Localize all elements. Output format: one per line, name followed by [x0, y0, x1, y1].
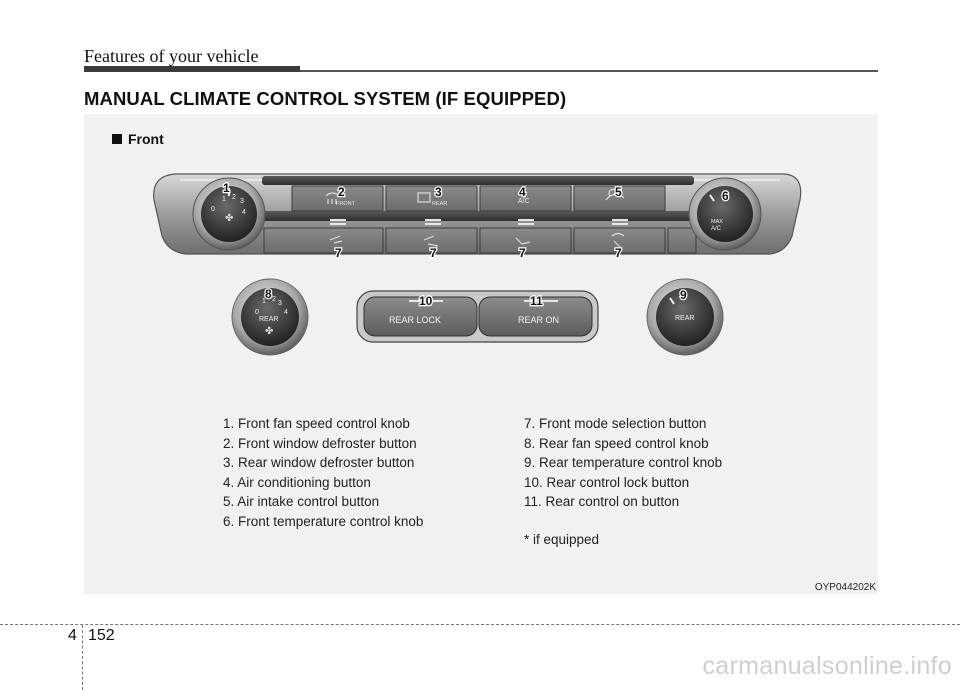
callout-5: 5: [615, 185, 622, 199]
rear-fan-knob: [231, 278, 309, 356]
figure-code: OYP044202K: [814, 582, 876, 593]
mode-button-5: [667, 227, 697, 254]
rear-on-text: REAR ON: [518, 315, 559, 325]
callout-7a: 7: [335, 246, 342, 260]
front-defrost-button: [291, 185, 384, 212]
indicator-dashes: [330, 219, 628, 225]
front-fan-mark-1: 1: [222, 196, 226, 203]
legend-item-8: 8. Rear fan speed control knob: [524, 435, 709, 451]
ac-button: [479, 185, 572, 212]
front-fan-mark-3: 3: [240, 198, 244, 205]
legend-left: 1. Front fan speed control knob 2. Front…: [223, 414, 423, 532]
ac-text: A/C: [518, 198, 530, 205]
callout-2: 2: [338, 185, 345, 199]
front-fan-knob: [192, 177, 266, 251]
front-temp-ac-text: A/C: [711, 226, 722, 232]
rear-fan-text: REAR: [259, 316, 278, 323]
page-number: 152: [88, 627, 115, 644]
header-title: Features of your vehicle: [84, 46, 259, 66]
legend-item-2: 2. Front window defroster button: [223, 435, 417, 451]
fan-icon: ✤: [225, 213, 233, 224]
rear-temp-text: REAR: [675, 315, 694, 322]
legend-item-3: 3. Rear window defroster button: [223, 455, 415, 471]
front-fan-mark-2: 2: [232, 194, 236, 201]
rear-fan-mark-2: 2: [272, 296, 276, 303]
section-title: MANUAL CLIMATE CONTROL SYSTEM (IF EQUIPP…: [84, 88, 567, 109]
callout-4: 4: [519, 185, 526, 199]
rear-fan-mark-0: 0: [255, 309, 259, 316]
callout-7b: 7: [430, 246, 437, 260]
footer-divider: [82, 625, 83, 690]
air-intake-button: [573, 185, 666, 212]
rear-control-bar: [356, 290, 599, 343]
legend-item-7: 7. Front mode selection button: [524, 416, 707, 431]
mode-floor-defrost-icon: [611, 232, 625, 248]
header-rule: [300, 70, 878, 72]
callout-10: 10: [419, 294, 433, 308]
watermark: carmanualsonline.info: [702, 652, 952, 680]
mode-floor-icon: [515, 237, 531, 245]
square-bullet-icon: [112, 134, 122, 144]
rear-fan-mark-3: 3: [278, 300, 282, 307]
callout-6: 6: [722, 189, 729, 203]
front-fan-mark-4: 4: [242, 209, 246, 216]
rear-fan-mark-4: 4: [284, 309, 288, 316]
mode-face-icon: [329, 235, 343, 244]
legend-item-9: 9. Rear temperature control knob: [524, 455, 723, 471]
mode-button-2: [385, 227, 478, 254]
callout-7c: 7: [519, 246, 526, 260]
rear-defrost-text: REAR: [432, 201, 447, 207]
front-temp-max-text: MAX: [711, 219, 723, 225]
air-intake-icon: [605, 188, 625, 201]
rear-temp-knob: [646, 278, 724, 356]
front-temp-knob: [688, 177, 762, 251]
legend-right: 7. Front mode selection button 8. Rear f…: [524, 414, 722, 512]
chapter-number: 4: [68, 627, 77, 644]
callout-8: 8: [265, 287, 272, 301]
rear-defrost-button: [385, 185, 478, 212]
front-fan-mark-0: 0: [211, 206, 215, 213]
callout-11: 11: [530, 294, 543, 308]
rear-fan-icon: ✤: [265, 326, 273, 337]
legend-item-4: 4. Air conditioning button: [223, 474, 371, 490]
legend-item-10: 10. Rear control lock button: [524, 474, 690, 490]
legend-item-11: 11. Rear control on button: [524, 494, 680, 510]
bottom-button-row: [263, 227, 697, 254]
callout-7d: 7: [615, 246, 622, 260]
top-button-row: [291, 185, 666, 212]
mode-bilevel-icon: [423, 235, 439, 247]
footnote: * if equipped: [524, 532, 600, 547]
rear-fan-mark-1: 1: [262, 298, 266, 305]
legend-item-6: 6. Front temperature control knob: [223, 513, 424, 529]
mode-button-3: [479, 227, 572, 254]
mode-button-4: [573, 227, 666, 254]
panel-middle-strip: [246, 211, 716, 221]
rear-lock-text: REAR LOCK: [389, 315, 441, 325]
front-defrost-icon: [325, 192, 341, 204]
footer-rule: [0, 624, 960, 625]
mode-button-1: [263, 227, 384, 254]
panel-top-strip: [262, 176, 694, 185]
callout-9: 9: [680, 288, 687, 302]
front-defrost-text: FRONT: [336, 201, 356, 207]
rear-defrost-icon: [417, 192, 431, 203]
legend-item-1: 1. Front fan speed control knob: [223, 416, 410, 431]
legend-item-5: 5. Air intake control button: [223, 494, 380, 510]
header-bar: [84, 66, 300, 72]
figure-subtitle: Front: [112, 131, 164, 147]
figure-subtitle-text: Front: [128, 131, 164, 147]
callout-1: 1: [223, 181, 230, 195]
callout-3: 3: [435, 185, 442, 199]
